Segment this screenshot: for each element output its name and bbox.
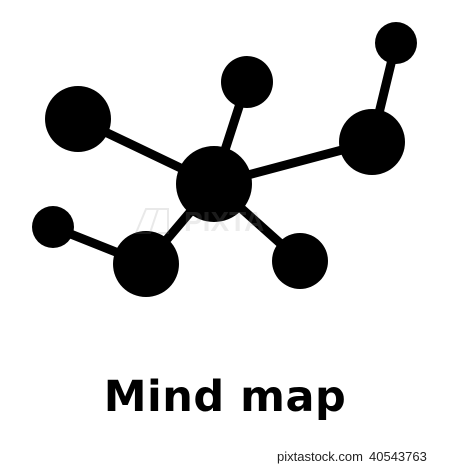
node-top <box>221 56 273 108</box>
mind-map-nodes <box>32 22 417 297</box>
node-farleft <box>32 206 74 248</box>
node-topright <box>375 22 417 64</box>
page-title: Mind map <box>103 372 347 422</box>
node-right <box>339 109 405 175</box>
footer-site: pixtastock.com <box>277 449 363 464</box>
watermark-text: PIXTA <box>184 206 264 237</box>
footer-image-number: 40543763 <box>369 449 427 464</box>
node-center <box>176 146 252 222</box>
footer: pixtastock.com 40543763 <box>0 443 450 469</box>
pixta-watermark: PIXTA <box>134 206 264 237</box>
node-bottomright <box>272 233 328 289</box>
node-topleft <box>45 86 111 152</box>
node-bottomleft <box>113 231 179 297</box>
